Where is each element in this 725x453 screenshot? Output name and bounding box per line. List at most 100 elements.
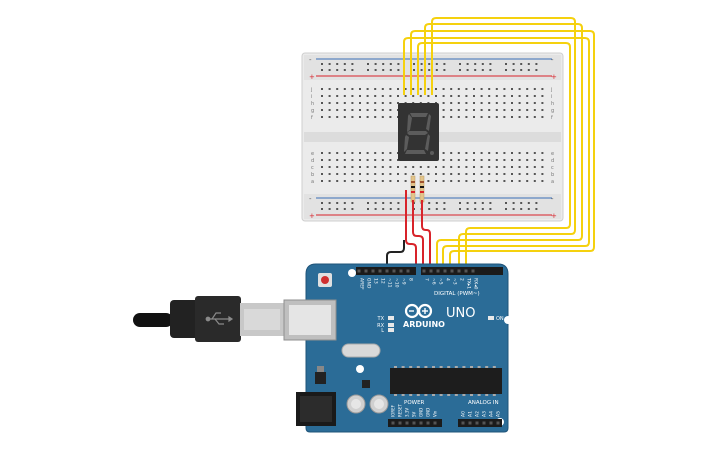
breadboard-hole [374,173,377,175]
row-letter: c [551,165,554,171]
breadboard-hole [473,88,475,90]
header-hole[interactable] [457,269,461,273]
rail-hole [459,202,461,204]
breadboard-hole [336,166,339,168]
chip-pin [394,394,397,396]
header-hole[interactable] [391,421,395,425]
header-hole[interactable] [371,269,375,273]
led-rx-label: RX [377,323,384,329]
resistor-1-band-2 [411,186,415,188]
breadboard-hole [495,180,498,182]
header-hole[interactable] [496,421,500,425]
breadboard-hole [457,95,460,97]
breadboard-hole [397,166,399,168]
breadboard-hole [442,166,445,168]
header-hole[interactable] [426,421,430,425]
header-hole[interactable] [443,269,447,273]
digital-pin-label: ~11 [387,278,393,288]
breadboard-hole [359,166,361,168]
breadboard-hole [450,152,453,154]
header-hole[interactable] [392,269,396,273]
resistor-2-band [420,181,424,183]
breadboard-hole [533,159,536,161]
header-hole[interactable] [429,269,433,273]
breadboard-hole [450,116,453,118]
header-hole[interactable] [450,269,454,273]
header-hole[interactable] [419,421,423,425]
breadboard-hole [480,159,483,161]
rail-hole [328,63,331,65]
header-hole[interactable] [433,421,437,425]
rail-hole [321,202,323,204]
breadboard-hole [488,95,491,97]
header-hole[interactable] [464,269,468,273]
breadboard-hole [427,180,430,182]
rail-hole [474,202,477,204]
header-hole[interactable] [489,421,493,425]
rail-hole [527,202,530,204]
breadboard-hole [450,95,453,97]
header-hole[interactable] [385,269,389,273]
header-hole[interactable] [475,421,479,425]
rail-hole [343,63,346,65]
header-hole[interactable] [398,421,402,425]
breadboard-hole [457,116,460,118]
header-hole[interactable] [378,269,382,273]
rail-hole [459,63,461,65]
breadboard-hole [495,166,498,168]
header-hole[interactable] [482,421,486,425]
header-hole[interactable] [436,269,440,273]
breadboard-hole [374,88,377,90]
header-hole[interactable] [471,269,475,273]
breadboard-hole [359,95,361,97]
digital-pin-label: RX◂0 [473,278,479,289]
rail-hole [328,208,331,210]
digital-pin-label: 12 [380,278,386,284]
reset-button[interactable] [321,276,329,284]
header-hole[interactable] [461,421,465,425]
rail-hole [505,202,507,204]
header-hole[interactable] [468,421,472,425]
rail-hole [343,69,346,71]
breadboard-hole [488,109,491,111]
chip-pin [394,366,397,368]
breadboard-hole [366,152,369,154]
row-letter: e [551,151,554,157]
seven-segment-display[interactable]: 8. [0,0,439,161]
rail-hole [397,69,400,71]
header-hole[interactable] [399,269,403,273]
rail-hole [420,63,423,65]
breadboard-hole [495,173,498,175]
breadboard-hole [366,173,369,175]
breadboard-hole [541,95,544,97]
breadboard-hole [511,166,513,168]
rail-hole [382,63,385,65]
breadboard-hole [435,180,437,182]
header-hole[interactable] [412,421,416,425]
header-hole[interactable] [422,269,426,273]
breadboard-hole [457,173,460,175]
header-hole[interactable] [364,269,368,273]
breadboard-hole [412,166,415,168]
rail-hole [443,202,446,204]
rail-plus-label-right: + [551,73,557,81]
chip-pin [447,394,451,396]
breadboard-hole [427,88,430,90]
breadboard-hole [336,109,339,111]
header-hole[interactable] [406,269,410,273]
analog-pin-label: A1 [468,411,474,417]
rail-hole [397,208,400,210]
led-l-label: L [381,328,384,334]
breadboard-hole [336,180,339,182]
breadboard-hole [366,109,369,111]
breadboard-hole [480,173,483,175]
breadboard-hole [511,173,513,175]
rail-hole [489,202,492,204]
breadboard-hole [343,102,346,104]
resistor-1 [410,175,416,203]
header-hole[interactable] [405,421,409,425]
breadboard-hole [397,95,399,97]
header-hole[interactable] [357,269,361,273]
rail-hole [428,202,431,204]
